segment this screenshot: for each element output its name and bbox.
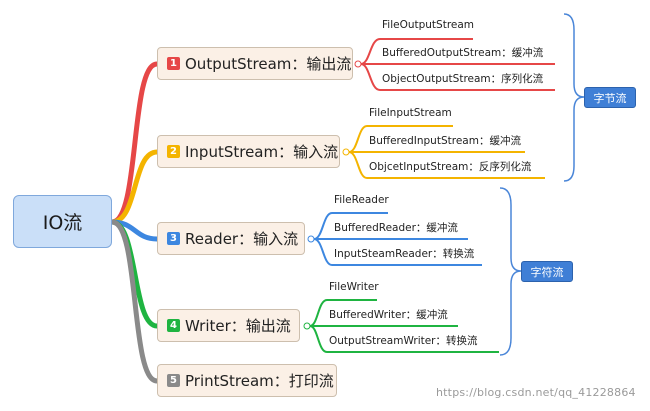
branch-writer: 4 Writer：输出流 xyxy=(157,309,300,342)
branch-suffix: ：打印流 xyxy=(273,372,334,390)
leaf-fileoutputstream: FileOutputStream xyxy=(382,19,475,31)
branch-suffix: ：输出流 xyxy=(291,55,352,73)
leaf-bufferedoutputstream: BufferedOutputStream：缓冲流 xyxy=(382,47,544,59)
char-stream-tag: 字符流 xyxy=(521,261,573,282)
watermark: https://blog.csdn.net/qq_41228864 xyxy=(436,386,636,399)
branch-name: Writer xyxy=(185,316,231,335)
writer-children-lines xyxy=(303,299,499,353)
number-badge: 3 xyxy=(167,232,180,245)
branch-suffix: ：输入流 xyxy=(238,230,299,248)
leaf-outputstreamwriter: OutputStreamWriter：转换流 xyxy=(329,335,478,347)
branch-suffix: ：输入流 xyxy=(278,143,339,161)
leaf-filereader: FileReader xyxy=(334,194,389,206)
leaf-objectinputstream: ObjcetInputStream：反序列化流 xyxy=(369,161,532,173)
reader-children-lines xyxy=(307,212,482,266)
leaf-objectoutputstream: ObjectOutputStream：序列化流 xyxy=(382,73,544,85)
branch-reader: 3 Reader：输入流 xyxy=(157,222,305,255)
leaf-bufferedreader: BufferedReader：缓冲流 xyxy=(334,222,458,234)
number-badge: 4 xyxy=(167,319,180,332)
branch-inputstream: 2 InputStream：输入流 xyxy=(157,135,340,168)
number-badge: 1 xyxy=(167,57,180,70)
branch-name: PrintStream xyxy=(185,371,274,390)
leaf-inputsteamreader: InputSteamReader：转换流 xyxy=(334,248,475,260)
leaf-fileinputstream: FileInputStream xyxy=(369,107,452,119)
branch-printstream: 5 PrintStream：打印流 xyxy=(157,364,337,397)
inputstream-children-lines xyxy=(342,125,545,179)
root-node: IO流 xyxy=(13,195,112,248)
number-badge: 2 xyxy=(167,145,180,158)
connector-printstream xyxy=(111,219,158,384)
number-badge: 5 xyxy=(167,374,180,387)
connector-outputstream xyxy=(111,61,158,225)
byte-stream-tag: 字节流 xyxy=(584,87,636,108)
char-stream-brace xyxy=(499,187,522,356)
branch-name: InputStream xyxy=(185,142,279,161)
leaf-filewriter: FileWriter xyxy=(329,281,379,293)
branch-name: OutputStream xyxy=(185,54,292,73)
root-label: IO流 xyxy=(42,212,83,234)
byte-stream-brace xyxy=(563,13,585,182)
branch-suffix: ：输出流 xyxy=(230,317,291,335)
branch-outputstream: 1 OutputStream：输出流 xyxy=(157,47,353,80)
leaf-bufferedinputstream: BufferedInputStream：缓冲流 xyxy=(369,135,521,147)
leaf-bufferedwriter: BufferedWriter：缓冲流 xyxy=(329,309,448,321)
outputstream-children-lines xyxy=(354,38,555,91)
connector-inputstream xyxy=(111,149,158,225)
branch-name: Reader xyxy=(185,229,239,248)
